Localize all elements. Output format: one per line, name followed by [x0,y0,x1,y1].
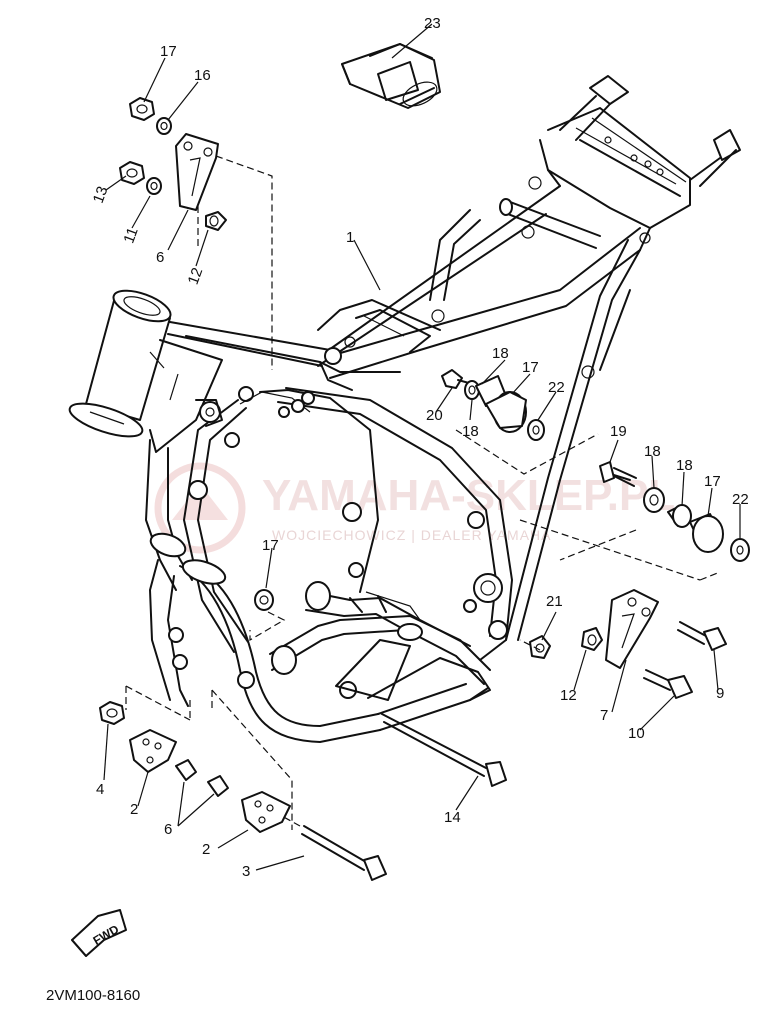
frame-main [68,75,741,743]
rear-lower-mount-group [519,461,750,581]
label-10: 10 [628,725,645,742]
label-16-upper: 17 [522,359,539,376]
label-12-lower: 12 [560,687,577,704]
watermark-sub: WOJCIECHOWICZ | DEALER YAMAHA [272,527,551,543]
lower-left-mount-group [99,685,293,833]
part-15-collar [249,589,286,642]
right-mount-group [519,589,727,699]
label-16-lower: 17 [704,473,721,490]
upper-left-mount-group [119,97,273,370]
label-7: 9 [716,685,724,702]
label-4: 4 [96,781,104,798]
label-2-right: 2 [202,841,210,858]
label-2-left: 2 [130,801,138,818]
label-12-upper: 12 [185,265,207,286]
label-22-lower: 22 [732,491,749,508]
label-6-lower: 7 [600,707,608,724]
label-20: 20 [426,407,443,424]
bolts-long [259,713,507,881]
label-18-lower: 18 [676,457,693,474]
rear-upper-mount-group [441,369,599,475]
label-15: 17 [262,537,279,554]
label-23: 23 [424,15,441,32]
label-19: 19 [610,423,627,440]
label-21: 21 [546,593,563,610]
label-13: 13 [90,184,112,205]
label-8: 16 [194,67,211,84]
label-1: 1 [346,229,354,246]
label-14: 14 [444,809,461,826]
label-9: 17 [160,43,177,60]
part-labels: 23 17 16 13 11 6 12 1 18 17 22 20 18 19 … [90,15,749,880]
label-11: 11 [120,225,141,245]
part-23-strap [341,43,441,109]
label-18-upper: 18 [492,345,509,362]
label-3: 3 [242,863,250,880]
drawing-code: 2VM100-8160 [46,987,140,1004]
watermark-logo [154,462,246,554]
label-22-upper: 22 [548,379,565,396]
fwd-marker: FWD [71,909,127,957]
label-17-lower: 18 [644,443,661,460]
leader-lines [103,23,741,871]
watermark: YAMAHA-SKLEP.PL WOJCIECHOWICZ | DEALER Y… [154,462,675,554]
label-5: 6 [164,821,172,838]
label-17-upper: 18 [462,423,479,440]
label-6-upper: 6 [156,249,164,266]
